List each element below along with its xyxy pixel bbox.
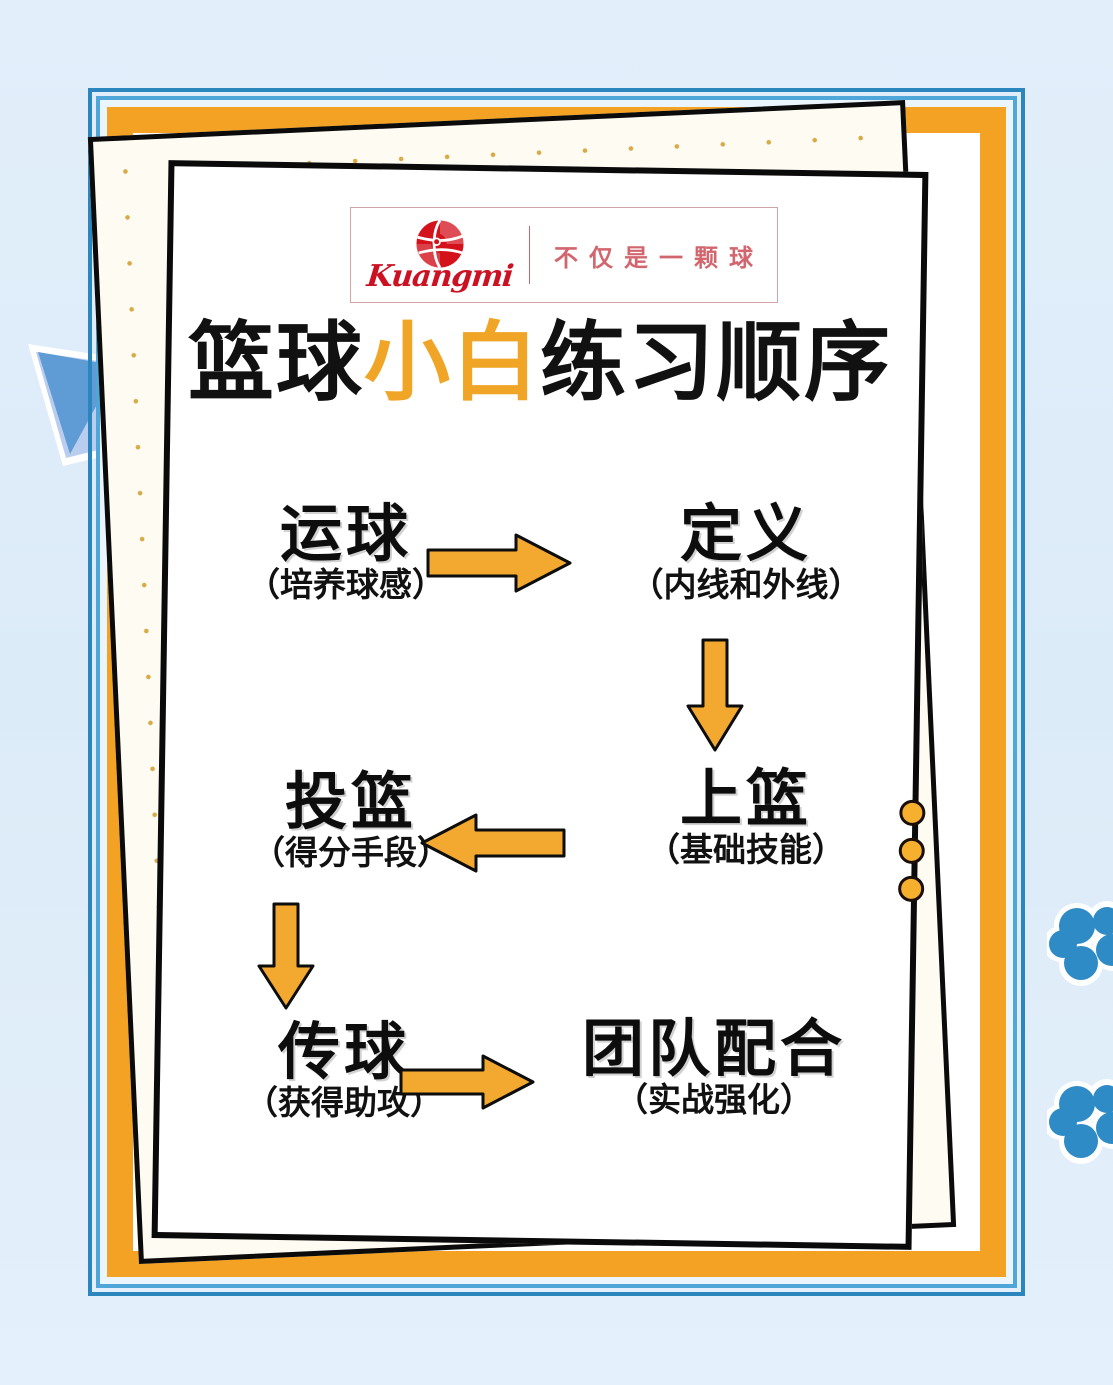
- brand-tagline: 不仅是一颗球: [554, 243, 764, 272]
- title-char: 练: [540, 313, 628, 413]
- arrow-right-icon: [424, 530, 574, 596]
- brand-wordmark: Kuangmi: [365, 259, 515, 294]
- title-char: 序: [804, 313, 892, 413]
- arrow-down-icon: [682, 636, 748, 754]
- arrow-down-icon: [253, 900, 319, 1012]
- title-char: 白: [452, 313, 540, 413]
- cloud-blob-icon: [1043, 1078, 1113, 1170]
- arrow-left-icon: [418, 810, 568, 876]
- brand-logo-group: Kuangmi: [351, 208, 529, 302]
- flow-node-team: 团队配合 （实战强化）: [514, 1012, 914, 1120]
- flow-node-title: 定义: [679, 497, 812, 570]
- frame-outer-border: [88, 88, 1025, 1296]
- flow-node-subtitle: （实战强化）: [615, 1080, 813, 1120]
- main-card: Kuangmi 不仅是一颗球 篮球小白练习顺序 运球 （培养球感） 定义 （内线…: [151, 160, 929, 1250]
- cloud-blob-icon: [1043, 900, 1113, 992]
- brand-bar: Kuangmi 不仅是一颗球: [350, 207, 778, 303]
- arrow-right-icon: [397, 1052, 537, 1112]
- flow-node-layup: 上篮 （基础技能）: [596, 762, 896, 870]
- page-title: 篮球小白练习顺序: [166, 313, 914, 413]
- flow-node-title: 上篮: [679, 762, 812, 835]
- title-char: 小: [364, 313, 452, 413]
- title-char: 篮: [188, 313, 276, 413]
- basketball-icon: [416, 219, 464, 269]
- title-char: 顺: [716, 313, 804, 413]
- flow-node-define: 定义 （内线和外线）: [586, 497, 906, 605]
- title-char: 习: [628, 313, 716, 413]
- flow-node-subtitle: （基础技能）: [647, 830, 845, 870]
- flow-node-subtitle: （内线和外线）: [630, 565, 862, 605]
- title-char: 球: [276, 313, 364, 413]
- flow-node-title: 团队配合: [581, 1012, 846, 1085]
